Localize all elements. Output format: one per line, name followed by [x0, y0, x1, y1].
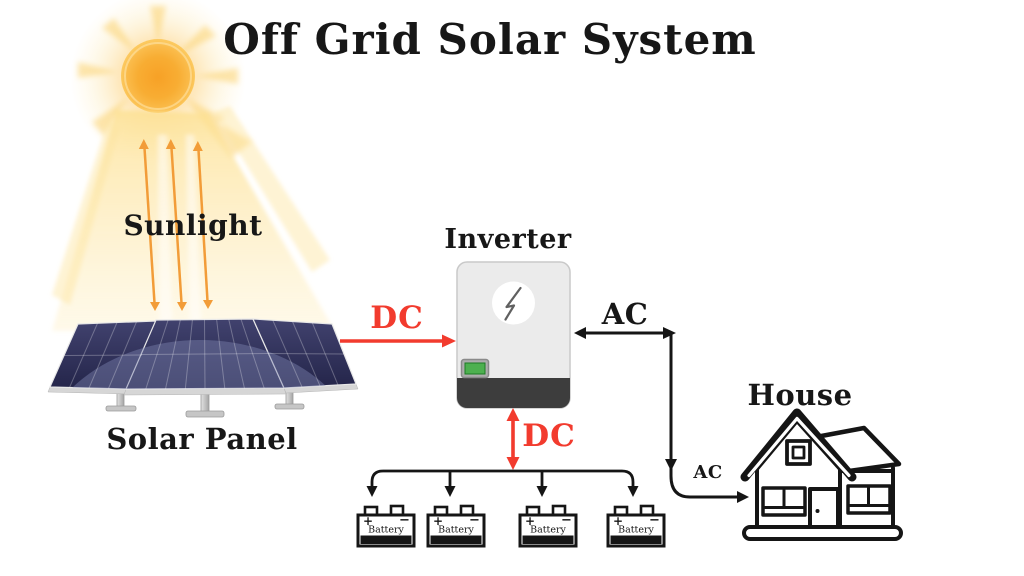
battery-icon: + − Battery [426, 504, 486, 548]
battery-icon: + − Battery [606, 504, 666, 548]
house-icon [740, 408, 903, 541]
house-right-window [846, 484, 892, 515]
battery-plus-label: + [433, 514, 443, 528]
sunlight-label: Sunlight [123, 209, 263, 242]
battery-minus-label: − [469, 513, 480, 528]
sunlight-arrows [138, 139, 213, 311]
battery-label: Battery [618, 525, 654, 536]
battery-bus-line [366, 469, 639, 497]
battery-plus-label: + [525, 514, 535, 528]
battery-minus-label: − [561, 513, 572, 528]
lightning-bolt-icon [504, 286, 522, 321]
inverter-icon [456, 261, 571, 409]
house-base [742, 525, 903, 541]
battery-icon: + − Battery [518, 504, 578, 548]
battery-label: Battery [368, 525, 404, 536]
solar-panel-label: Solar Panel [106, 422, 298, 456]
battery-minus-label: − [399, 513, 410, 528]
page-title: Off Grid Solar System [223, 15, 757, 64]
house-attic-window [785, 439, 812, 466]
ac-label-house: AC [693, 462, 723, 483]
inverter-label: Inverter [444, 224, 572, 255]
ac-label-inverter: AC [601, 297, 649, 331]
dc-arrow-panel-to-inverter [340, 334, 456, 348]
battery-icon: + − Battery [356, 504, 416, 548]
house-left-window [761, 486, 807, 517]
panel-grid [63, 318, 345, 390]
sunbeam [52, 106, 335, 331]
dc-label-inverter-to-battery: DC [522, 418, 576, 454]
house-gable-roof [740, 408, 857, 482]
battery-label: Battery [438, 525, 474, 536]
house-door [808, 487, 840, 530]
ac-arrow-inverter-house [574, 327, 749, 503]
inverter-led-display [460, 358, 490, 379]
battery-bank: + − Battery + − Battery + − Battery [356, 504, 666, 548]
battery-label: Battery [530, 525, 566, 536]
solar-panel-icon [47, 318, 359, 418]
dc-arrow-inverter-batteries [506, 408, 520, 470]
battery-plus-label: + [363, 514, 373, 528]
battery-minus-label: − [649, 513, 660, 528]
dc-label-panel-to-inverter: DC [370, 300, 424, 336]
house-label: House [747, 378, 853, 412]
battery-plus-label: + [613, 514, 623, 528]
